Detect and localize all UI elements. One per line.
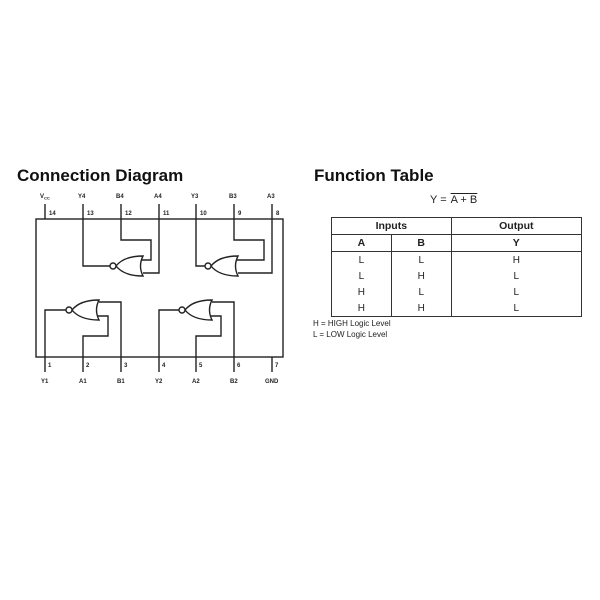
cell: L [450,268,583,284]
input-wire [195,315,222,357]
input-wire [120,219,152,261]
pin-number: 7 [275,363,279,369]
pin-number: 5 [199,363,203,369]
pin-label: A2 [192,379,200,385]
cell: L [390,284,452,300]
cell: H [390,300,452,317]
col-a: A [331,234,392,252]
pin-label: Y1 [41,379,49,385]
pin-number: 14 [49,211,56,217]
pin-number: 2 [86,363,90,369]
pin-label: B3 [229,194,237,200]
input-wire [212,301,235,357]
cell: H [390,268,452,284]
inversion-bubble [65,306,73,314]
pin-label: B2 [230,379,238,385]
col-y: Y [450,234,583,252]
pin-label: VCC [40,194,50,201]
pin-number: 9 [238,211,242,217]
cell: H [331,300,392,317]
cell: L [390,251,452,268]
formula-rhs: A + B [450,194,478,206]
function-table-title: Function Table [314,166,434,185]
cell: H [331,284,392,300]
pin-number: 10 [200,211,207,217]
pin-label: GND [265,379,279,385]
pin-number: 4 [162,363,166,369]
input-wire [82,315,109,357]
formula-lhs: Y = [430,194,447,206]
connection-diagram-title: Connection Diagram [17,166,184,185]
output-wire [44,309,66,357]
group-header-inputs: Inputs [331,217,452,235]
pin-number: 1 [48,363,52,369]
inversion-bubble [178,306,186,314]
cell: H [450,251,583,268]
inversion-bubble [204,262,212,270]
pin-number: 12 [125,211,132,217]
input-wire [143,219,160,274]
pin-number: 8 [276,211,280,217]
nor-gate-symbol [115,255,145,277]
pin-label: Y3 [191,194,199,200]
input-wire [238,219,273,274]
pin-number: 13 [87,211,94,217]
cell: L [450,300,583,317]
output-wire [82,219,110,267]
pin-number: 11 [163,211,170,217]
col-b: B [390,234,452,252]
nor-gate-symbol [184,299,214,321]
output-wire [158,309,179,357]
input-wire [233,219,265,261]
note-low: L = LOW Logic Level [313,330,388,339]
input-wire [99,301,122,357]
cell: L [331,251,392,268]
legend-notes: H = HIGH Logic Level L = LOW Logic Level [313,318,391,340]
inversion-bubble [109,262,117,270]
pin-label: A4 [154,194,162,200]
pin-label: A3 [267,194,275,200]
pin-label: Y4 [78,194,86,200]
group-header-output: Output [450,217,583,235]
output-wire [195,219,205,267]
pin-label: B1 [117,379,125,385]
pin-number: 6 [237,363,241,369]
nor-gate-symbol [210,255,240,277]
pin-label: A1 [79,379,87,385]
formula: Y =A + B [430,194,477,206]
cell: L [450,284,583,300]
pin-label: Y2 [155,379,163,385]
pin-label-subscript: CC [44,196,50,201]
pin-label: B4 [116,194,124,200]
pin-number: 3 [124,363,128,369]
note-high: H = HIGH Logic Level [313,319,391,328]
nor-gate-symbol [71,299,101,321]
cell: L [331,268,392,284]
connection-diagram: VCC 14 Y4 13 B4 12 A4 11 Y3 10 B3 9 A3 8Y1 1A1 2B1 3Y2 4A… [35,194,284,385]
